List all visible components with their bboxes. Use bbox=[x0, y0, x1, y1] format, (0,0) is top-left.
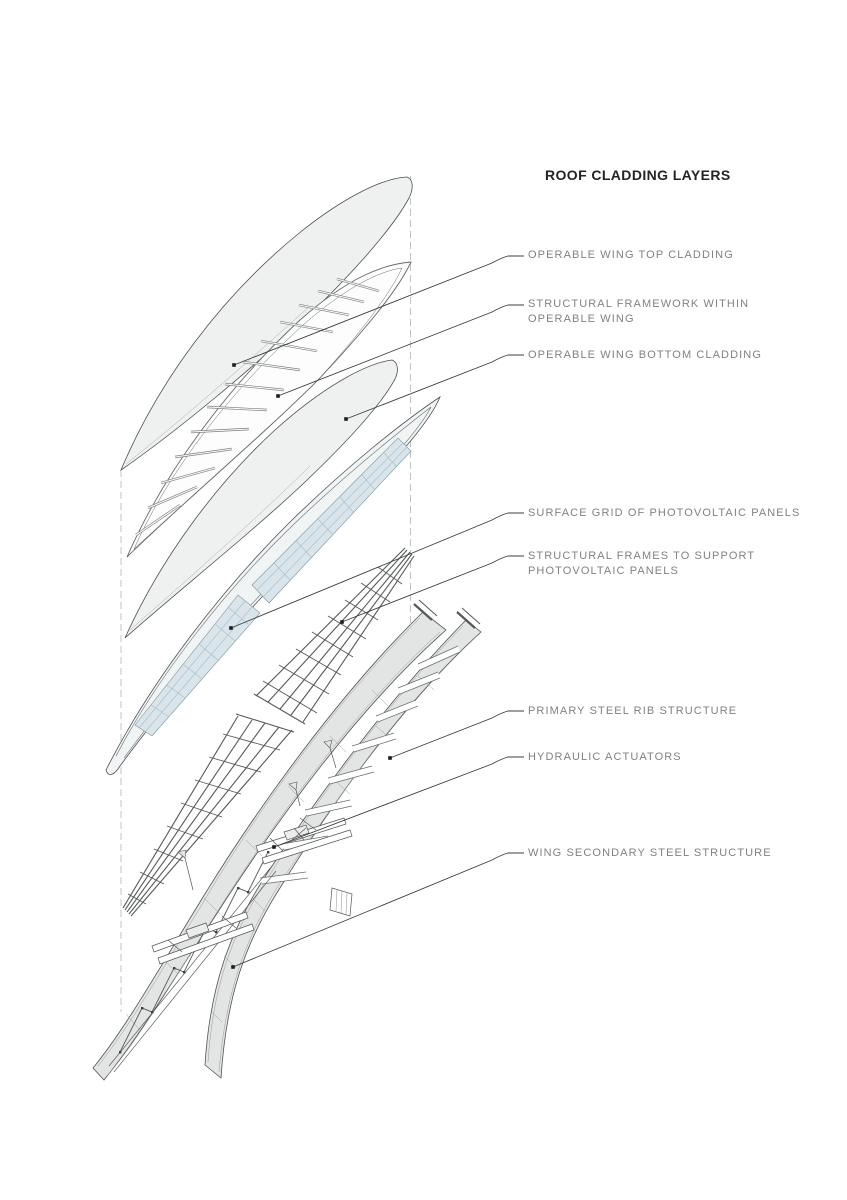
pv-support-frame-lower bbox=[122, 713, 295, 917]
annotation-text: PHOTOVOLTAIC PANELS bbox=[528, 565, 679, 577]
hydraulic-actuator-cluster-upper bbox=[255, 781, 353, 865]
wing-framework-shape bbox=[126, 261, 412, 558]
annotation-label-operable-wing-bottom-cladding: OPERABLE WING BOTTOM CLADDING bbox=[528, 348, 762, 363]
annotation-text: OPERABLE WING BOTTOM CLADDING bbox=[528, 349, 763, 361]
annotation-text: STRUCTURAL FRAMES TO SUPPORT bbox=[528, 550, 756, 562]
pv-panels-surface bbox=[134, 437, 412, 737]
annotation-label-structural-frames-pv-support: STRUCTURAL FRAMES TO SUPPORT PHOTOVOLTAI… bbox=[528, 549, 755, 579]
leader-lines bbox=[230, 255, 524, 968]
annotation-text: SURFACE GRID OF PHOTOVOLTAIC PANELS bbox=[528, 507, 801, 519]
annotation-text: PRIMARY STEEL RIB STRUCTURE bbox=[528, 705, 738, 717]
annotation-label-structural-framework: STRUCTURAL FRAMEWORK WITHIN OPERABLE WIN… bbox=[528, 297, 749, 327]
annotation-text: OPERABLE WING bbox=[528, 313, 635, 325]
annotation-label-surface-grid-pv-panels: SURFACE GRID OF PHOTOVOLTAIC PANELS bbox=[528, 506, 800, 521]
annotation-text: OPERABLE WING TOP CLADDING bbox=[528, 249, 734, 261]
cross-beams bbox=[259, 645, 461, 885]
page-title: ROOF CLADDING LAYERS bbox=[545, 167, 731, 183]
dashed-construction-lines bbox=[120, 176, 411, 1012]
wing-bottom-cladding-shape bbox=[124, 359, 398, 639]
framework-rung-highlights bbox=[135, 278, 380, 536]
annotation-label-operable-wing-top-cladding: OPERABLE WING TOP CLADDING bbox=[528, 248, 734, 263]
annotation-label-primary-steel-rib-structure: PRIMARY STEEL RIB STRUCTURE bbox=[528, 704, 737, 719]
leader-dots bbox=[229, 363, 392, 969]
annotation-text: STRUCTURAL FRAMEWORK WITHIN bbox=[528, 298, 750, 310]
annotation-text: HYDRAULIC ACTUATORS bbox=[528, 751, 682, 763]
pv-support-frame-upper bbox=[253, 547, 415, 725]
small-masts bbox=[177, 739, 337, 891]
annotation-label-hydraulic-actuators: HYDRAULIC ACTUATORS bbox=[528, 750, 682, 765]
hydraulic-actuator-cluster-lower bbox=[151, 911, 255, 965]
annotation-text: WING SECONDARY STEEL STRUCTURE bbox=[528, 847, 772, 859]
steel-rib-front bbox=[92, 599, 447, 1081]
side-bracket bbox=[329, 887, 353, 917]
annotation-label-wing-secondary-steel-structure: WING SECONDARY STEEL STRUCTURE bbox=[528, 846, 772, 861]
